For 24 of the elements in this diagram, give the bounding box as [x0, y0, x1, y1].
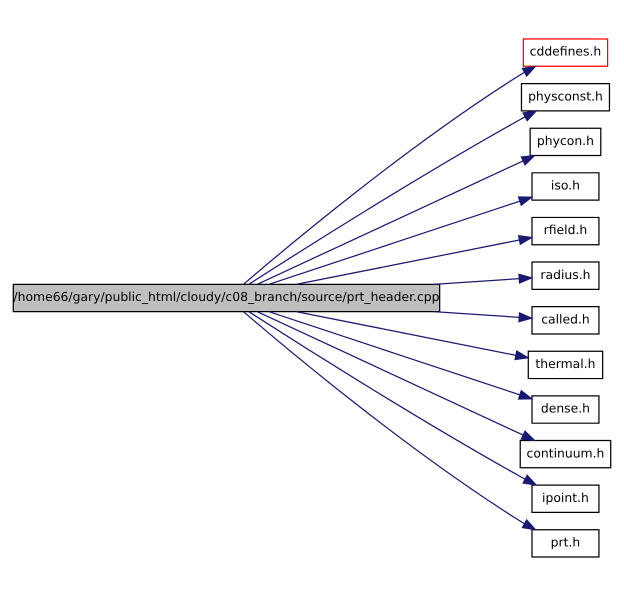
node-box: continuum.h: [520, 439, 612, 468]
node-box: cddefines.h: [522, 38, 608, 66]
arrow: [268, 310, 534, 400]
arrow: [296, 234, 534, 284]
arrow: [248, 110, 538, 284]
arrow: [248, 310, 538, 486]
arrow: [434, 310, 534, 322]
node-box: rfield.h: [531, 216, 600, 245]
arrow: [257, 154, 536, 284]
node-box: called.h: [531, 306, 600, 334]
node-box: ipoint.h: [531, 484, 600, 513]
node-box: iso.h: [531, 172, 600, 200]
node-box: prt.h: [531, 528, 600, 558]
node-box: physconst.h: [520, 82, 610, 111]
arrow: [243, 310, 538, 530]
arrow: [243, 64, 538, 284]
arrow: [268, 196, 534, 284]
node-box: dense.h: [531, 394, 600, 424]
node-box: radius.h: [531, 260, 600, 290]
arrow: [257, 310, 536, 441]
arrow: [434, 273, 534, 284]
node-box: thermal.h: [528, 350, 604, 379]
node-box: phycon.h: [530, 127, 602, 156]
arrow: [296, 310, 530, 360]
